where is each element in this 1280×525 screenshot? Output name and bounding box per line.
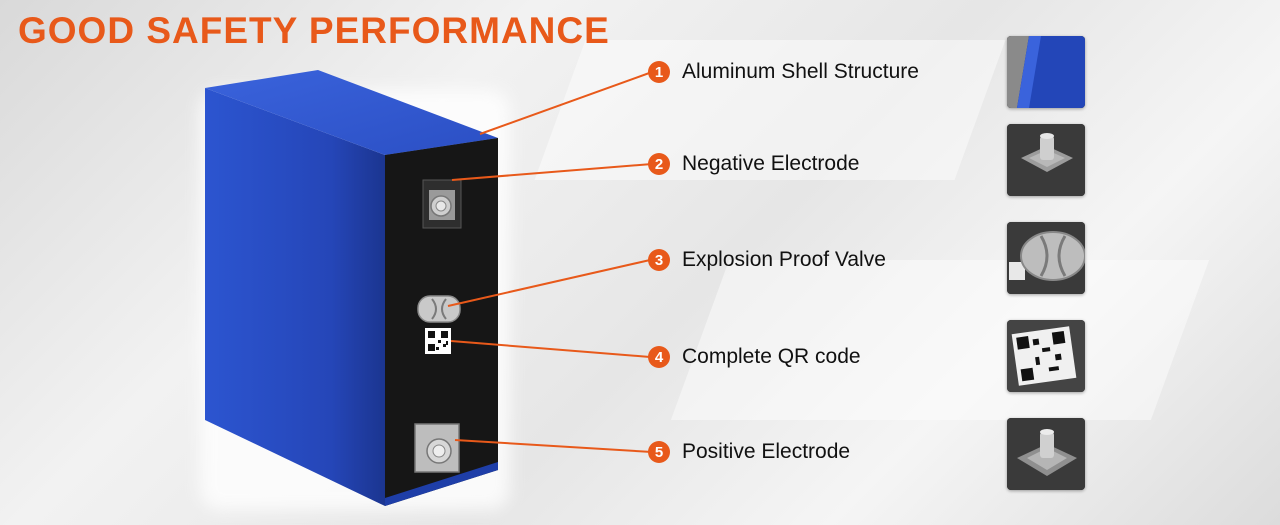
qr-code-sticker [425,328,451,354]
feature-label-positive-electrode: Positive Electrode [682,440,851,463]
aluminum-shell-closeup-icon [1007,36,1085,108]
negative-terminal [422,179,462,229]
feature-badge-3: 3 [648,249,670,271]
negative-terminal-closeup-icon [1007,124,1085,196]
page-title: GOOD SAFETY PERFORMANCE [18,10,610,51]
feature-badge-4: 4 [648,346,670,368]
leader-line-5 [454,439,653,453]
battery-top-face [205,70,498,155]
feature-badge-2: 2 [648,153,670,175]
feature-badge-1: 1 [648,61,670,83]
leader-line-2 [451,163,653,181]
leader-lines [447,71,653,453]
leader-line-3 [447,259,651,307]
leader-line-4 [450,340,651,358]
explosion-valve-closeup-icon [1007,222,1085,294]
feature-label-explosion-valve: Explosion Proof Valve [682,248,886,271]
qr-code-closeup-icon [1007,320,1085,392]
feature-label-qr-code: Complete QR code [682,345,861,368]
battery-bottom-rim [385,462,498,506]
feature-label-negative-electrode: Negative Electrode [682,152,860,175]
explosion-proof-valve [417,295,461,323]
feature-badge-5: 5 [648,441,670,463]
battery-side-face [205,88,385,506]
leader-line-1 [479,71,653,135]
feature-label-aluminum-shell: Aluminum Shell Structure [682,60,919,83]
positive-terminal-closeup-icon [1007,418,1085,490]
positive-terminal [414,423,460,473]
